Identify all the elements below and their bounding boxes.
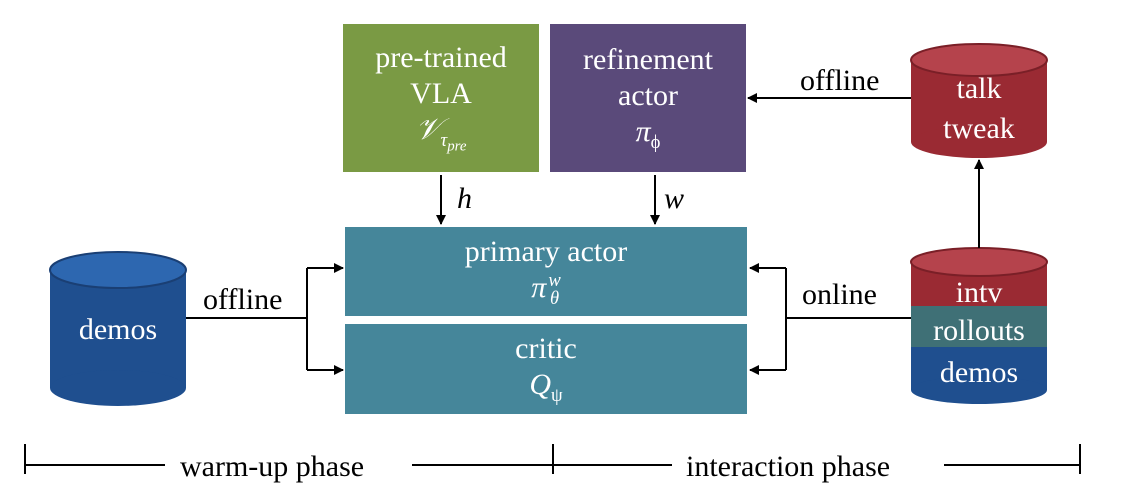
primary-symbol-sup: w: [548, 269, 561, 291]
edge-label-w: w: [664, 182, 685, 215]
demos-cylinder-bottom: [50, 370, 186, 406]
buffer-band-rollouts: [911, 305, 1047, 347]
pretrained-symbol-subsub: pre: [447, 138, 467, 155]
pretrained-symbol-main: 𝒱: [415, 112, 441, 146]
edge-label-offline-left: offline: [203, 283, 283, 316]
talk-tweak-cylinder: [910, 43, 1048, 158]
refinement-line2: actor: [618, 78, 678, 112]
critic-symbol: Qψ: [529, 367, 562, 407]
talk-label: talk: [956, 72, 1002, 105]
pretrained-symbol-sub: τ: [440, 129, 448, 151]
buffer-stack-cylinder: [910, 247, 1048, 404]
primary-symbol-sub: θ: [549, 288, 560, 310]
critic-box: critic Qψ: [345, 324, 747, 414]
pretrained-line1: pre-trained: [375, 40, 507, 74]
refinement-symbol-sub: ϕ: [650, 131, 661, 153]
primary-line1: primary actor: [464, 235, 628, 269]
phase-label-warmup: warm-up phase: [180, 450, 365, 483]
critic-symbol-sub: ψ: [551, 384, 563, 406]
primary-symbol-main: π: [531, 271, 547, 305]
refinement-actor-box: refinement actor πϕ: [550, 24, 746, 172]
phase-timeline: [24, 444, 1081, 474]
critic-symbol-main: Q: [529, 367, 552, 401]
buffer-cylinder-bottom: [911, 376, 1047, 404]
buffer-demos-label: demos: [939, 356, 1019, 389]
pretrained-symbol: 𝒱τpre: [416, 112, 467, 157]
critic-line1: critic: [515, 331, 577, 365]
demos-cylinder-top: [49, 251, 187, 289]
phase-label-interaction: interaction phase: [686, 450, 891, 483]
buffer-rollouts-label: rollouts: [933, 314, 1025, 347]
tweak-label: tweak: [943, 112, 1015, 145]
pretrained-vla-box: pre-trained VLA 𝒱τpre: [343, 24, 539, 172]
talk-tweak-cylinder-bottom: [911, 126, 1047, 158]
edge-label-offline-top: offline: [800, 64, 880, 97]
buffer-intv-label: intv: [955, 276, 1003, 309]
arrow-offline-left: [186, 263, 344, 375]
refinement-symbol-main: π: [635, 114, 651, 148]
demos-cylinder-body: [50, 270, 186, 388]
arrow-online-right: [749, 263, 911, 375]
demos-cylinder-left: [49, 251, 187, 406]
demos-left-label: demos: [78, 313, 158, 346]
buffer-cylinder-top: [910, 247, 1048, 277]
refinement-line1: refinement: [583, 42, 713, 76]
refinement-symbol: πϕ: [636, 114, 661, 154]
edge-label-h: h: [457, 182, 472, 215]
pretrained-line2: VLA: [410, 76, 472, 110]
talk-tweak-cylinder-top: [910, 43, 1048, 77]
edge-label-online-right: online: [802, 278, 877, 311]
